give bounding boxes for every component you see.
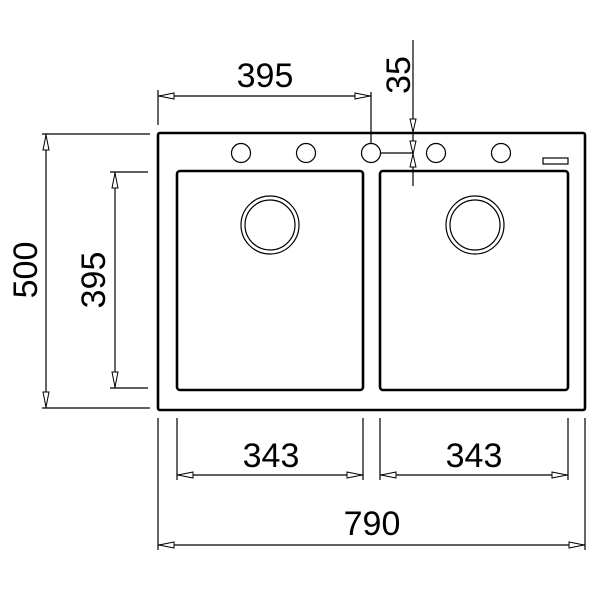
dim-label: 500 [7, 242, 45, 299]
tap-hole [295, 142, 317, 164]
dim-tap-hole-offset: 395 [157, 57, 372, 144]
sink-body [156, 131, 587, 412]
left-drain [240, 195, 300, 255]
right-bowl [378, 169, 570, 392]
right-drain [445, 195, 505, 255]
tap-holes [230, 142, 512, 164]
tap-hole [230, 142, 252, 164]
dim-left-bowl-width: 343 [176, 418, 364, 480]
dim-overall-width: 790 [157, 418, 586, 550]
dim-label: 395 [237, 57, 294, 95]
dim-label: 343 [243, 437, 300, 475]
dim-bowl-depth: 395 [75, 171, 148, 389]
dim-label: 343 [446, 437, 503, 475]
dim-right-bowl-width: 343 [379, 418, 569, 480]
sink-outline [156, 131, 587, 412]
dim-tap-hole-to-bowl: 35 [380, 40, 418, 186]
dim-label: 395 [75, 252, 113, 309]
left-bowl [175, 169, 365, 392]
tap-hole [490, 142, 512, 164]
dim-label: 790 [344, 505, 401, 543]
dim-overall-depth: 500 [7, 133, 150, 409]
dim-label: 35 [380, 56, 418, 94]
tap-hole [360, 142, 382, 164]
overflow-slot [542, 157, 569, 165]
tap-hole [425, 142, 447, 164]
